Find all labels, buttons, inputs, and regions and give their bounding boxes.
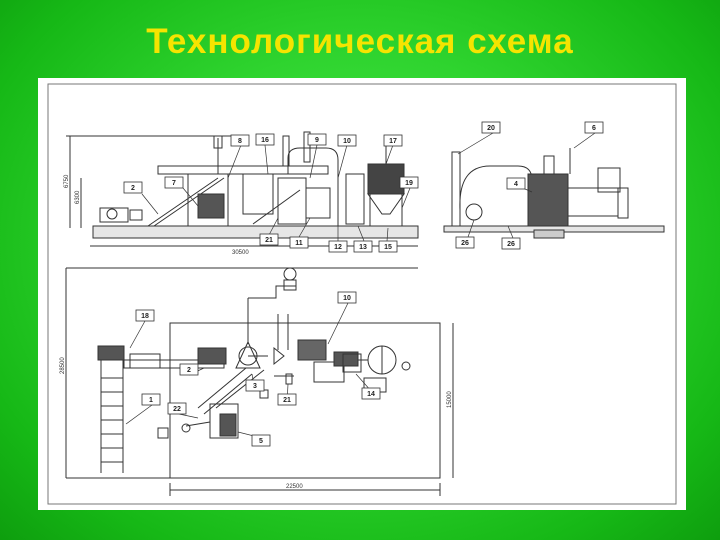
callout-plan-3: 3: [253, 383, 257, 390]
drawing-frame: [47, 83, 677, 505]
dim-side-height-2: 6300: [75, 190, 81, 204]
callout-side-9: 9: [315, 137, 319, 144]
dim-plan-height-2: 15000: [447, 391, 453, 408]
callout-side-11: 11: [295, 240, 303, 247]
callout-plan-14: 14: [367, 391, 375, 398]
dim-plan-height-1: 28500: [60, 357, 66, 374]
callout-plan-10: 10: [343, 295, 351, 302]
callout-side-2: 2: [131, 185, 135, 192]
dim-side-length: 30500: [232, 250, 249, 256]
callout-end-26-a: 26: [461, 240, 469, 247]
callout-side-21: 21: [265, 237, 273, 244]
callout-plan-1: 1: [149, 397, 153, 404]
callout-end-26-b: 26: [507, 241, 515, 248]
drawing-sheet: 6750 6300 30500: [38, 78, 686, 510]
callout-side-10: 10: [343, 138, 351, 145]
plan-view-dimensions: 28500 15000 22500: [60, 357, 453, 490]
callout-side-16: 16: [261, 137, 269, 144]
dim-plan-length: 22500: [286, 484, 303, 490]
callouts: 8 16 9 10 17 2 7 19 21 11 12 13 15 20 6 …: [123, 121, 604, 447]
callout-plan-21: 21: [283, 397, 291, 404]
callout-side-7: 7: [172, 180, 176, 187]
side-view: [66, 131, 419, 247]
callout-plan-5: 5: [259, 438, 263, 445]
end-view: [443, 148, 665, 239]
callout-side-8: 8: [238, 138, 242, 145]
technological-scheme-drawing: 6750 6300 30500: [47, 83, 677, 505]
callout-end-6: 6: [592, 125, 596, 132]
slide-title: Технологическая схема: [146, 22, 574, 61]
callout-end-20: 20: [487, 125, 495, 132]
side-view-dimensions: 6750 6300 30500: [64, 174, 249, 256]
callout-side-12: 12: [334, 244, 342, 251]
callout-plan-22: 22: [173, 406, 181, 413]
callout-end-4: 4: [514, 181, 518, 188]
callout-side-13: 13: [359, 244, 367, 251]
callout-side-15: 15: [384, 244, 392, 251]
callout-plan-2: 2: [187, 367, 191, 374]
callout-side-17: 17: [389, 138, 397, 145]
callout-side-19: 19: [405, 180, 413, 187]
dim-side-height-1: 6750: [64, 174, 70, 188]
callout-plan-18: 18: [141, 313, 149, 320]
